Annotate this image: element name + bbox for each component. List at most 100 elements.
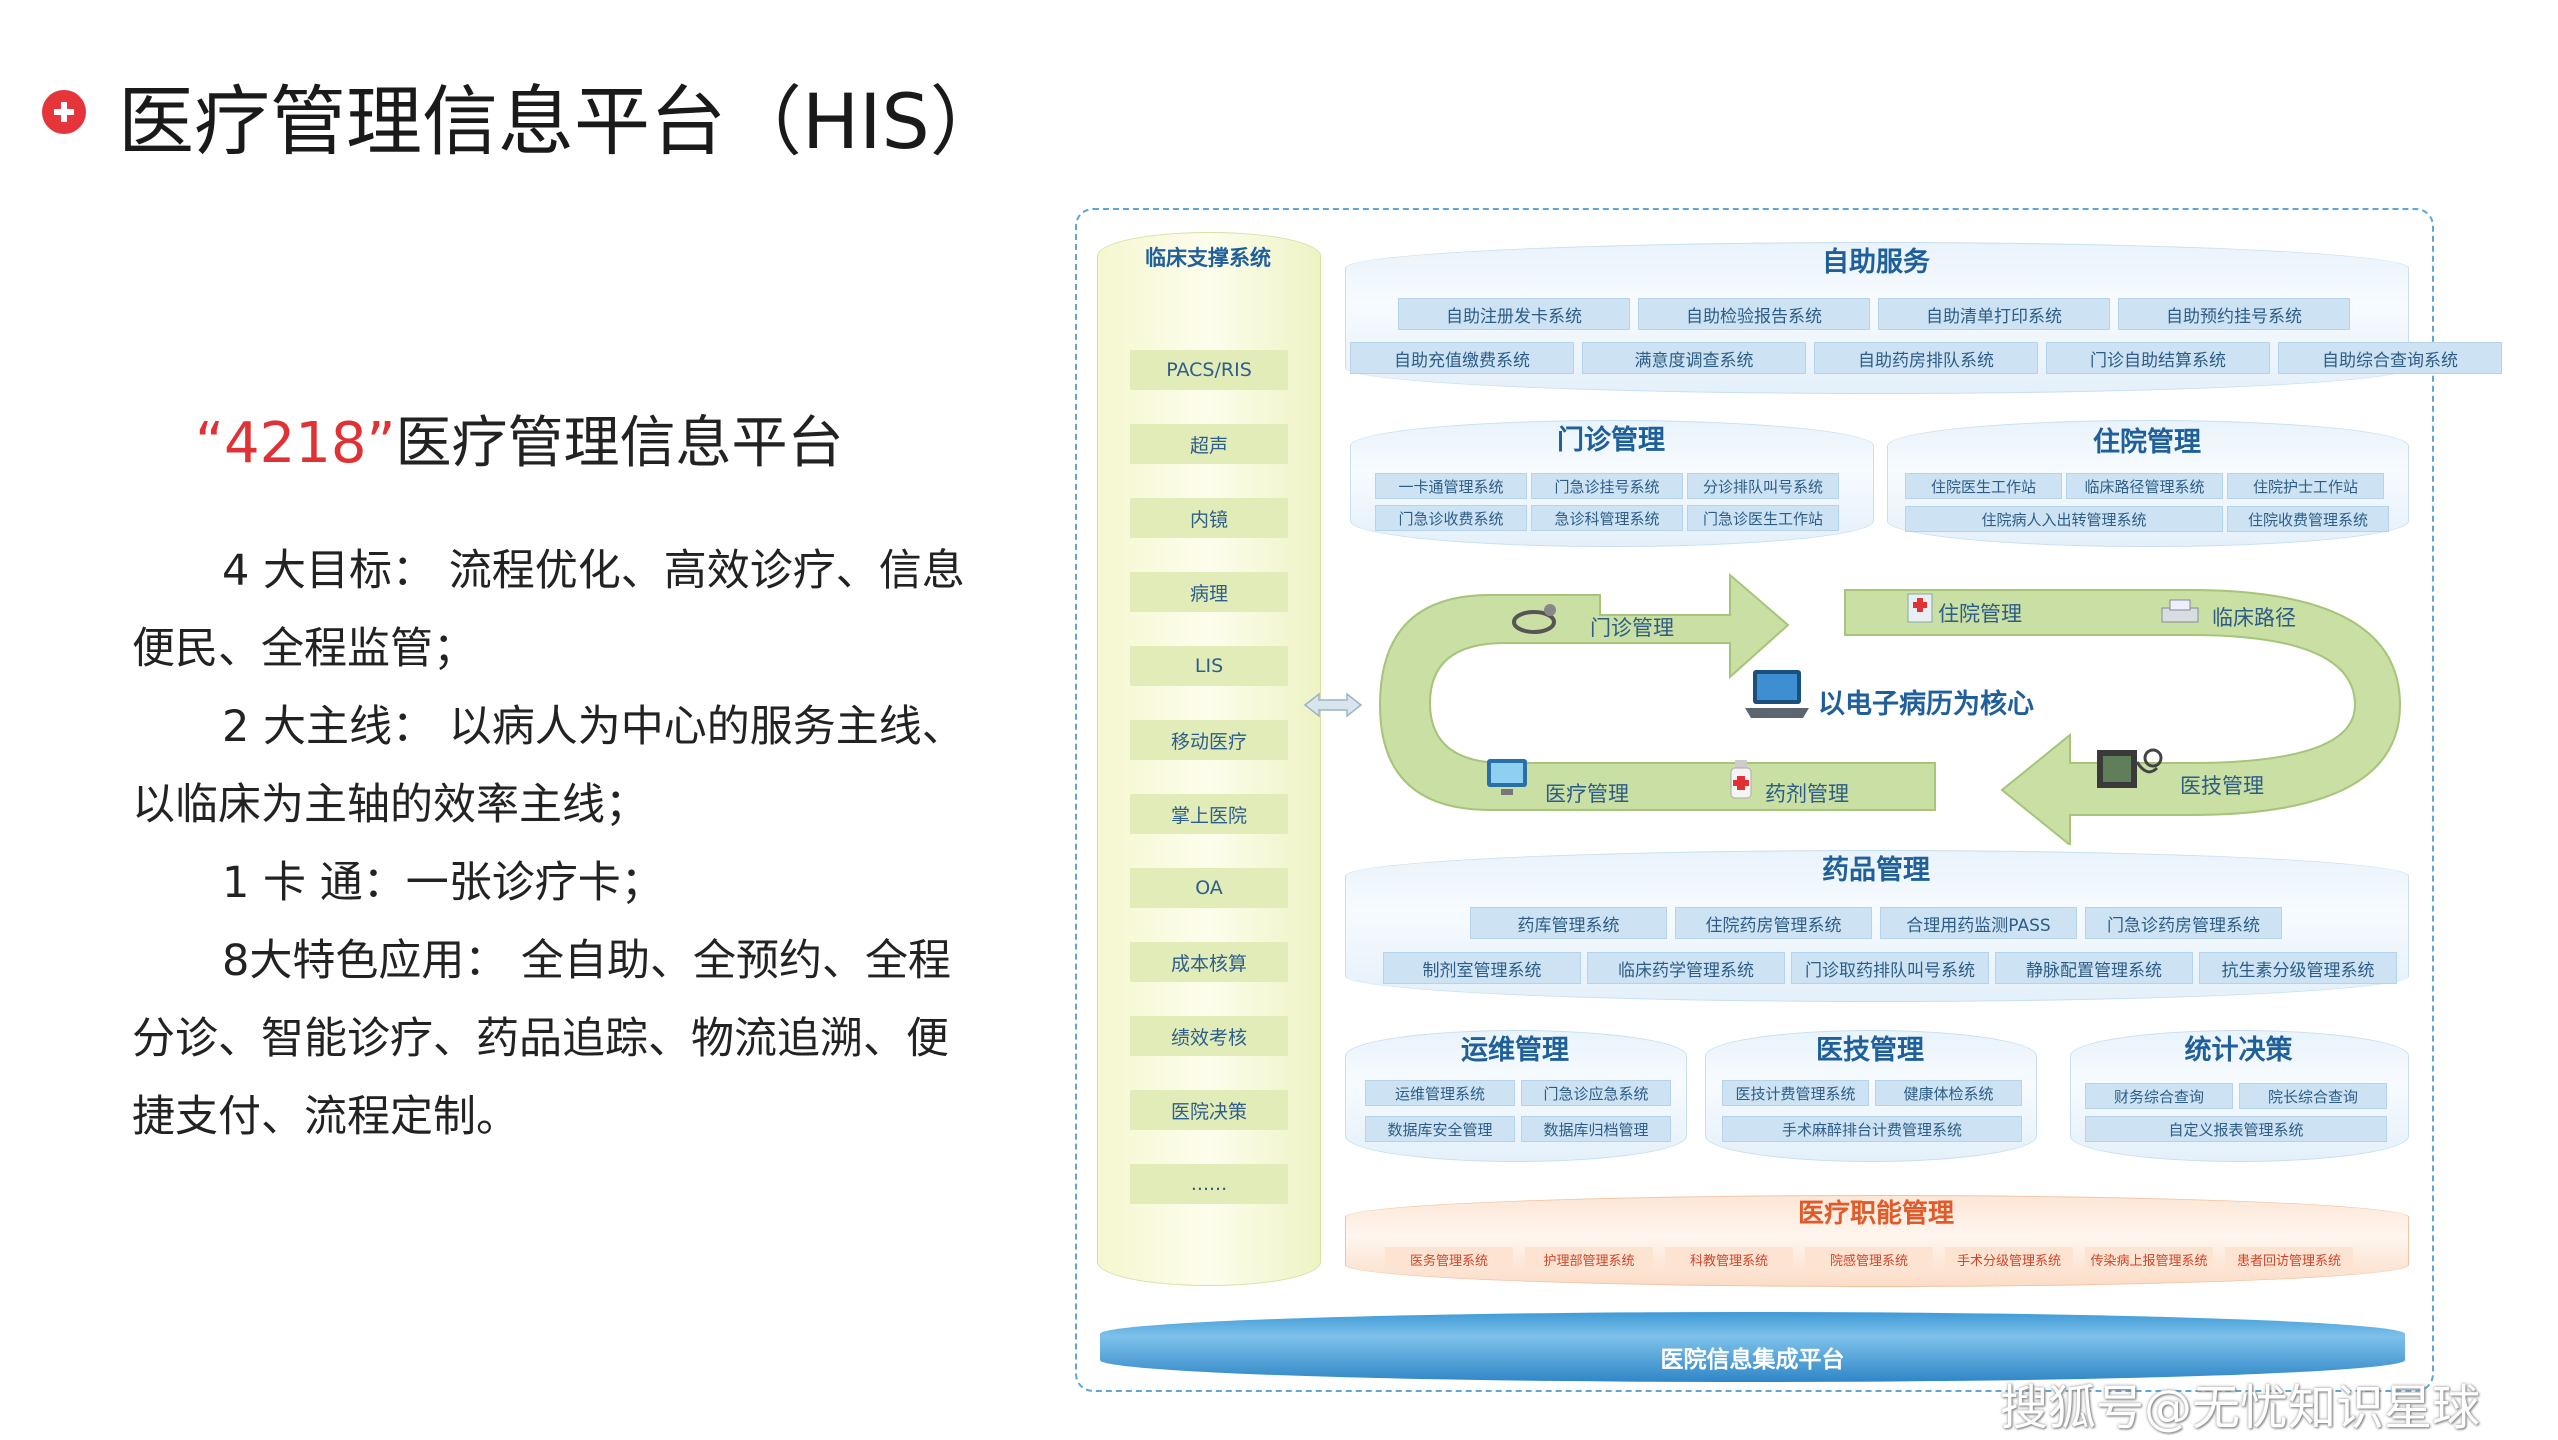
outpatient-chip: 急诊科管理系统 — [1531, 505, 1683, 531]
medicine-bottle-icon — [1728, 758, 1754, 800]
clinical-support-item: 掌上医院 — [1130, 794, 1288, 834]
drug-mgmt-title: 药品管理 — [1822, 855, 1930, 886]
inpatient-title: 住院管理 — [2093, 427, 2201, 458]
goals-label: 4 大目标： — [222, 546, 436, 596]
self-service-chip: 自助充值缴费系统 — [1350, 342, 1574, 374]
medtech-chip: 手术麻醉排台计费管理系统 — [1722, 1116, 2022, 1142]
title-bullet-icon — [42, 90, 86, 134]
loop-label-inpatient: 住院管理 — [1938, 602, 2022, 626]
inpatient-chip: 住院医生工作站 — [1905, 473, 2062, 499]
goals-text: 流程优化、高效诊疗、信息 — [435, 546, 965, 596]
loop-label-pharmacy: 药剂管理 — [1765, 782, 1849, 806]
drug-mgmt-chip: 静脉配置管理系统 — [1995, 952, 2193, 984]
outpatient-chip: 门急诊挂号系统 — [1531, 473, 1683, 499]
ops-title: 运维管理 — [1461, 1035, 1569, 1066]
subtitle-number: “4218” — [195, 411, 396, 476]
outpatient-chip: 门急诊医生工作站 — [1687, 505, 1839, 531]
clinical-path-icon — [2160, 596, 2200, 626]
subtitle-text: 医疗管理信息平台 — [395, 411, 844, 476]
self-service-chip: 自助药房排队系统 — [1814, 342, 2038, 374]
page-title: 医疗管理信息平台（HIS） — [118, 77, 1006, 166]
clinical-support-item: 绩效考核 — [1130, 1016, 1288, 1056]
stethoscope-icon — [1510, 600, 1558, 636]
stats-title: 统计决策 — [2184, 1035, 2293, 1066]
inpatient-chip: 住院护士工作站 — [2227, 473, 2384, 499]
medtech-chip: 医技计费管理系统 — [1722, 1080, 1869, 1106]
self-service-chip: 满意度调查系统 — [1582, 342, 1806, 374]
self-service-chip: 自助预约挂号系统 — [2118, 298, 2350, 330]
features-text-cont: 分诊、智能诊疗、药品追踪、物流追溯、便 — [132, 1014, 949, 1064]
ops-chip: 数据库归档管理 — [1521, 1116, 1671, 1142]
self-service-chip: 自助综合查询系统 — [2278, 342, 2502, 374]
clinical-support-item: ...... — [1130, 1164, 1288, 1204]
watermark: 搜狐号@无忧知识星球 — [2000, 1380, 2481, 1436]
medical-device-icon — [2095, 738, 2167, 790]
ops-chip: 数据库安全管理 — [1365, 1116, 1515, 1142]
stats-chip: 院长综合查询 — [2239, 1083, 2387, 1109]
inpatient-chip: 临床路径管理系统 — [2066, 473, 2223, 499]
self-service-chip: 自助检验报告系统 — [1638, 298, 1870, 330]
drug-mgmt-chip: 制剂室管理系统 — [1383, 952, 1581, 984]
clinical-support-item: PACS/RIS — [1130, 350, 1288, 390]
outpatient-title: 门诊管理 — [1557, 425, 1665, 456]
drug-mgmt-chip: 门诊取药排队叫号系统 — [1791, 952, 1989, 984]
medtech-chip: 健康体检系统 — [1875, 1080, 2022, 1106]
goals-paragraph: 4 大目标： 流程优化、高效诊疗、信息 便民、全程监管； 2 大主线： 以病人为… — [132, 532, 982, 1156]
ops-chip: 门急诊应急系统 — [1521, 1080, 1671, 1106]
laptop-icon — [1745, 668, 1809, 720]
features-text: 全自助、全预约、全程 — [507, 936, 952, 986]
clinical-support-item: 移动医疗 — [1130, 720, 1288, 760]
card-label: 1 卡 通： — [222, 858, 406, 908]
functional-mgmt-chip: 手术分级管理系统 — [1945, 1247, 2073, 1271]
hospital-icon — [1905, 590, 1935, 624]
goals-text-cont: 便民、全程监管； — [132, 624, 476, 674]
loop-label-medtech: 医技管理 — [2180, 774, 2264, 798]
platform-subtitle: “4218”医疗管理信息平台 — [195, 398, 844, 479]
monitor-icon — [1485, 755, 1529, 799]
stats-chip: 财务综合查询 — [2085, 1083, 2233, 1109]
outpatient-chip: 门急诊收费系统 — [1375, 505, 1527, 531]
features-text-cont2: 捷支付、流程定制。 — [132, 1092, 519, 1142]
stats-chip: 自定义报表管理系统 — [2085, 1116, 2387, 1142]
drug-mgmt-chip: 住院药房管理系统 — [1675, 907, 1872, 939]
medtech-title: 医技管理 — [1816, 1035, 1924, 1066]
self-service-chip: 门诊自助结算系统 — [2046, 342, 2270, 374]
mainline-text-cont: 以临床为主轴的效率主线； — [132, 780, 648, 830]
emr-loop-arrows — [1378, 572, 2402, 845]
card-text: 一张诊疗卡； — [405, 858, 664, 908]
self-service-chip: 自助注册发卡系统 — [1398, 298, 1630, 330]
inpatient-chip: 住院收费管理系统 — [2227, 506, 2389, 532]
functional-mgmt-chip: 院感管理系统 — [1805, 1247, 1933, 1271]
outpatient-chip: 一卡通管理系统 — [1375, 473, 1527, 499]
self-service-title: 自助服务 — [1822, 247, 1930, 278]
clinical-support-item: OA — [1130, 868, 1288, 908]
loop-label-clinical-path: 临床路径 — [2212, 606, 2296, 630]
features-label: 8大特色应用： — [222, 936, 508, 986]
functional-mgmt-block — [1345, 1195, 2409, 1287]
drug-mgmt-chip: 临床药学管理系统 — [1587, 952, 1785, 984]
outpatient-chip: 分诊排队叫号系统 — [1687, 473, 1839, 499]
mainline-label: 2 大主线： — [222, 702, 436, 752]
clinical-support-item: 病理 — [1130, 572, 1288, 612]
functional-mgmt-chip: 科教管理系统 — [1665, 1247, 1793, 1271]
self-service-chip: 自助清单打印系统 — [1878, 298, 2110, 330]
functional-mgmt-title: 医疗职能管理 — [1797, 1199, 1954, 1229]
inpatient-chip: 住院病人入出转管理系统 — [1905, 506, 2223, 532]
clinical-support-item: 成本核算 — [1130, 942, 1288, 982]
integration-platform-base — [1100, 1312, 2405, 1382]
functional-mgmt-chip: 患者回访管理系统 — [2225, 1247, 2353, 1271]
integration-platform-label: 医院信息集成平台 — [1660, 1347, 1845, 1373]
functional-mgmt-chip: 护理部管理系统 — [1525, 1247, 1653, 1271]
drug-mgmt-chip: 门急诊药房管理系统 — [2085, 907, 2282, 939]
loop-label-outpatient: 门诊管理 — [1590, 616, 1674, 640]
functional-mgmt-chip: 医务管理系统 — [1385, 1247, 1513, 1271]
mainline-text: 以病人为中心的服务主线、 — [435, 702, 965, 752]
loop-label-medical-mgmt: 医疗管理 — [1545, 782, 1629, 806]
double-arrow-icon — [1303, 692, 1363, 718]
clinical-support-item: 医院决策 — [1130, 1090, 1288, 1130]
his-architecture-diagram — [1075, 208, 2434, 1392]
drug-mgmt-chip: 合理用药监测PASS — [1880, 907, 2077, 939]
drug-mgmt-chip: 抗生素分级管理系统 — [2199, 952, 2397, 984]
clinical-support-item: LIS — [1130, 646, 1288, 686]
clinical-support-item: 超声 — [1130, 424, 1288, 464]
